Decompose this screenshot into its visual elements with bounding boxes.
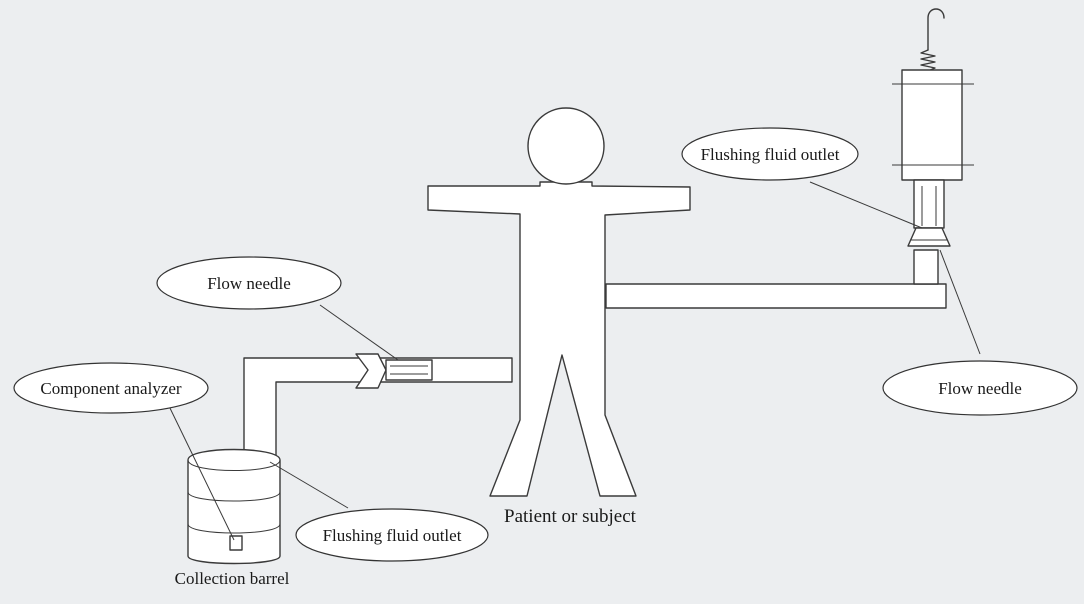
leader-flow-needle-right xyxy=(939,249,981,355)
barrel-rim xyxy=(187,459,281,471)
callout-flow-needle-left: Flow needle xyxy=(156,256,342,310)
patient-figure xyxy=(427,107,691,497)
hook-icon xyxy=(927,8,945,51)
label-collection-barrel: Collection barrel xyxy=(175,569,290,588)
collection-barrel xyxy=(187,448,281,565)
callout-component-analyzer: Component analyzer xyxy=(13,362,209,414)
callout-oval xyxy=(13,362,209,414)
callout-flushing-outlet-top: Flushing fluid outlet xyxy=(681,127,859,181)
left-apparatus xyxy=(187,353,513,565)
right-flow-needle xyxy=(907,227,951,247)
leader-component-analyzer xyxy=(167,403,235,541)
right-tube xyxy=(605,283,947,309)
container-neck xyxy=(913,179,945,229)
leader-flow-needle-left xyxy=(319,304,399,361)
callout-oval xyxy=(156,256,342,310)
leader-flushing-outlet-top xyxy=(809,181,923,229)
left-flow-needle-body xyxy=(385,359,433,381)
right-riser xyxy=(913,249,939,285)
label-component-analyzer: Component analyzer xyxy=(40,379,181,398)
label-patient: Patient or subject xyxy=(504,506,637,527)
callout-flow-needle-right: Flow needle xyxy=(882,360,1078,416)
label-flow-needle-right: Flow needle xyxy=(938,379,1022,398)
label-flow-needle-left: Flow needle xyxy=(207,274,291,293)
barrel-band-2 xyxy=(187,523,281,534)
barrel-band-1 xyxy=(187,491,281,502)
label-flushing-outlet-bottom: Flushing fluid outlet xyxy=(323,526,462,545)
callout-oval xyxy=(882,360,1078,416)
component-analyzer-probe xyxy=(229,535,243,551)
right-apparatus xyxy=(605,8,974,309)
callout-oval xyxy=(295,508,489,562)
leader-flushing-outlet-bottom xyxy=(269,461,349,509)
callout-oval xyxy=(681,127,859,181)
callout-flushing-outlet-bottom: Flushing fluid outlet xyxy=(295,508,489,562)
leader-lines xyxy=(167,181,981,541)
label-flushing-outlet-top: Flushing fluid outlet xyxy=(701,145,840,164)
patient-head xyxy=(527,107,605,185)
left-flow-needle-cone xyxy=(355,353,387,389)
spring-icon xyxy=(920,49,936,72)
suspended-container xyxy=(901,69,963,181)
patient-body xyxy=(427,181,691,497)
